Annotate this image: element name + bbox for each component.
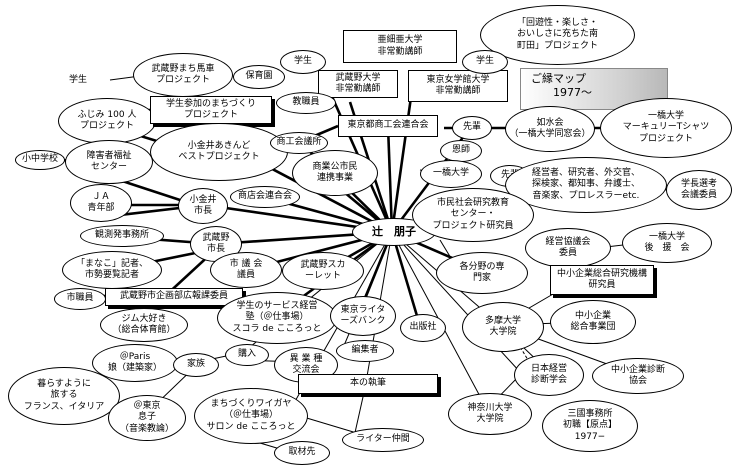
node-hitotsubashi-univ: 一橋大学 bbox=[420, 160, 482, 188]
node-tokyo-writers-bank: 東京ライタ ーズバンク bbox=[330, 296, 396, 336]
node-kanagawa-univ-grad: 神奈川大学 大学院 bbox=[448, 393, 532, 435]
node-asia-univ-lecturer: 亜細亜大学 非常勤講師 bbox=[343, 30, 457, 63]
node-gym: ジム大好き （総合体育館） bbox=[100, 308, 188, 342]
node-disability-welfare-center: 障害者福祉 センター bbox=[65, 140, 153, 184]
node-musashino-basha-project: 武蔵野まち馬車 プロジェクト bbox=[133, 53, 233, 97]
node-musashino-univ-lecturer: 武蔵野大学 非常勤講師 bbox=[318, 70, 398, 98]
node-city-council-member: 市 議 会 議員 bbox=[210, 252, 282, 288]
node-experts: 各分野の専 門家 bbox=[436, 252, 528, 294]
node-tokyo-shokokai: 東京都商工会連合会 bbox=[338, 115, 438, 137]
node-elementary-junior-school: 小中学校 bbox=[15, 150, 65, 170]
node-sme-research-fellow: 中小企業総合研究機構 研究員 bbox=[550, 265, 654, 295]
node-public-private-partnership: 商業公市民 連携事業 bbox=[292, 150, 378, 196]
node-purchase: 購入 bbox=[225, 344, 269, 366]
node-sme-corporation: 中小企業 総合事業団 bbox=[550, 300, 636, 344]
node-interviewee: 取材先 bbox=[274, 441, 330, 465]
connector-line bbox=[390, 89, 414, 233]
node-josuikai: 如水会 （一橋大学同窓会） bbox=[505, 106, 595, 152]
node-editor: 編集者 bbox=[336, 340, 394, 362]
node-tokyo-son: ＠東京 息子 （音楽教論） bbox=[108, 395, 186, 441]
node-student-2: 学生 bbox=[280, 50, 326, 74]
node-musashino-scarlet: 武蔵野スカ ーレット bbox=[282, 252, 364, 290]
node-musashino-pr-committee: 武蔵野市企画部広報課委員 bbox=[105, 288, 243, 306]
node-city-staff: 市職員 bbox=[54, 288, 106, 310]
node-nursery-school: 保育園 bbox=[233, 65, 285, 89]
node-service-management-school: 学生のサービス経営 塾（＠仕事場） スコラ de こころっと bbox=[217, 292, 337, 344]
node-hitotsubashi-supporters: 一橋大学 後 援 会 bbox=[622, 223, 712, 263]
node-mikuni-office: 三國事務所 初職【原点】 1977− bbox=[542, 400, 638, 452]
node-senior-1: 先輩 bbox=[452, 116, 492, 140]
node-koganei-akindo-project: 小金井あきんど ベストプロジェクト bbox=[150, 123, 288, 181]
node-shopping-association: 商店会連合会 bbox=[230, 186, 300, 208]
node-ja-youth: ＪＡ 青年部 bbox=[70, 184, 132, 222]
node-student-machizukuri-project: 学生参加のまちづくり プロジェクト bbox=[150, 96, 272, 124]
node-travel-france-italy: 暮らすように 旅する フランス、イタリア bbox=[8, 367, 120, 425]
node-student-3: 学生 bbox=[462, 50, 508, 74]
node-mentor: 恩師 bbox=[440, 140, 482, 162]
node-chamber-of-commerce: 商工会議所 bbox=[270, 132, 328, 154]
node-tokyo-jogakkan-lecturer: 東京女学館大学 非常勤講師 bbox=[408, 70, 508, 102]
center-node: 辻 朋子 bbox=[352, 218, 436, 246]
node-book-writing: 本の執筆 bbox=[298, 374, 438, 394]
node-publisher: 出版社 bbox=[400, 314, 446, 342]
node-japan-management-society: 日本経営 診断学会 bbox=[514, 354, 584, 396]
node-management-council: 経営協議会 委員 bbox=[525, 228, 611, 268]
node-president-selection-committee: 学長選考 会議委員 bbox=[666, 170, 732, 210]
node-sme-consultant-association: 中小企業診断 協会 bbox=[592, 358, 684, 394]
node-family: 家族 bbox=[173, 353, 219, 377]
node-tama-univ-grad: 多摩大学 大学院 bbox=[462, 302, 544, 352]
node-machizukuri-waigaya: まちづくりワイガヤ （＠仕事場） サロン de こころっと bbox=[194, 388, 308, 444]
node-paris-daughter: ＠Paris 娘（建築家） bbox=[92, 344, 178, 382]
map-title: ご縁マップ 1977〜 bbox=[520, 68, 668, 110]
node-manako-reporter: 「まなこ」記者、 市勢要覧記者 bbox=[62, 251, 162, 289]
node-civil-society-center: 市民社会研究教育 センター・ プロジェクト研究員 bbox=[412, 188, 534, 242]
node-fujimi-100-project: ふじみ 100 人 プロジェクト bbox=[58, 98, 156, 144]
node-observation-office: 観測発事務所 bbox=[80, 225, 164, 247]
node-professionals: 経営者、研究者、外交官、 探検家、都知事、弁護士、 音楽家、プロレスラーetc. bbox=[505, 157, 667, 213]
node-faculty-staff: 教職員 bbox=[276, 92, 336, 114]
connector-line bbox=[390, 231, 422, 327]
node-mercury-tshirt-project: 一橋大学 マーキュリーTシャツ プロジェクト bbox=[600, 98, 732, 158]
node-koganei-mayor: 小金井 市長 bbox=[178, 188, 228, 224]
connector-line bbox=[339, 231, 393, 356]
node-student-1: 学生 bbox=[68, 75, 87, 86]
node-writer-friends: ライター仲間 bbox=[342, 428, 424, 452]
connector-line bbox=[386, 125, 394, 233]
node-minami-machida-project: 「回遊性・楽しさ・ おいしさに充ちた南 町田」プロジェクト bbox=[480, 5, 635, 65]
